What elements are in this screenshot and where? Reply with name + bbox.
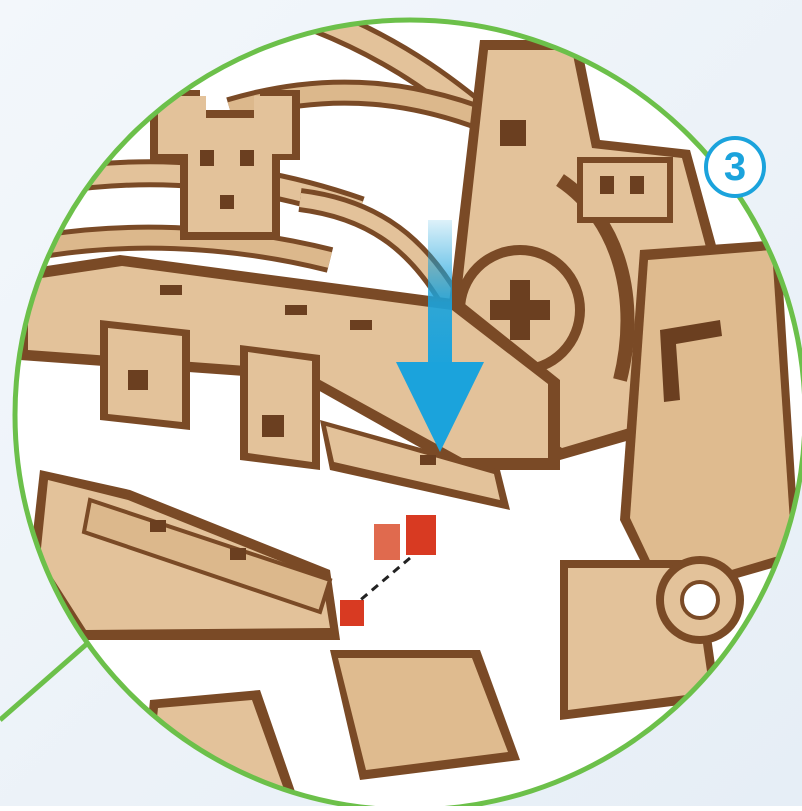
step-number-badge: 3 [704,136,766,198]
step-number: 3 [724,145,746,190]
